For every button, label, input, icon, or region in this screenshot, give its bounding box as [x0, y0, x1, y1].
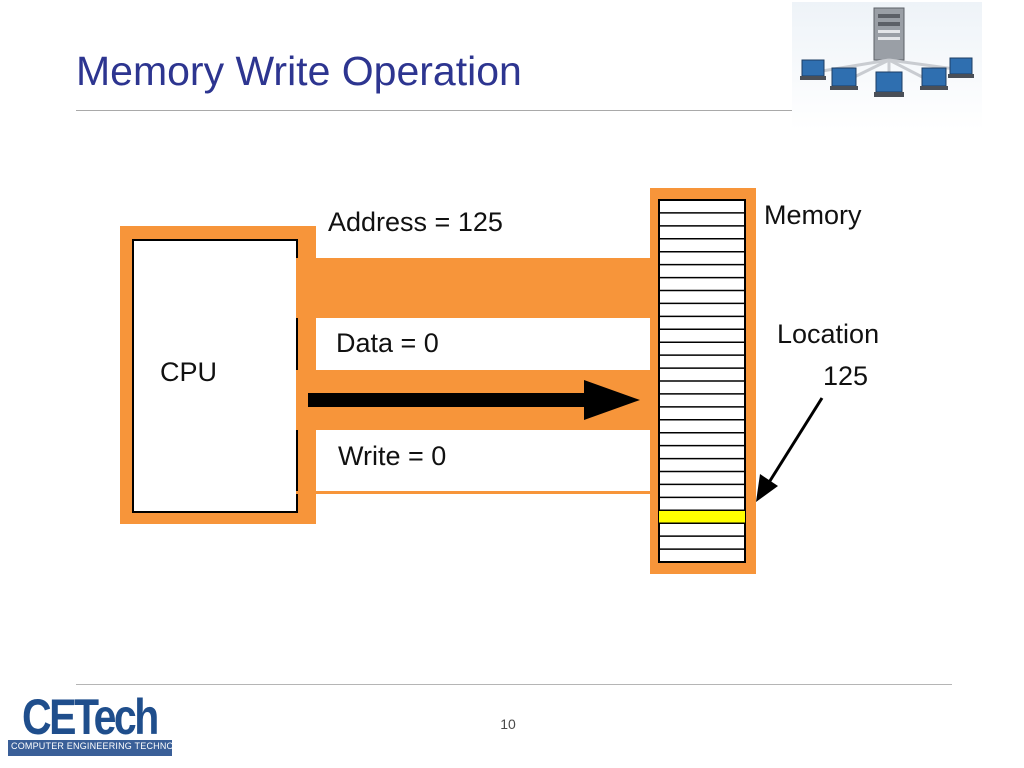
slide-title: Memory Write Operation — [76, 48, 522, 94]
location-pointer-line — [766, 397, 824, 485]
cetech-logo: CETech COMPUTER ENGINEERING TECHNOLOGY — [8, 688, 200, 762]
logo-band — [8, 740, 172, 756]
location-label-line2: 125 — [823, 361, 868, 391]
data-arrow-head — [584, 380, 640, 420]
cpu-label: CPU — [160, 357, 217, 387]
page-number: 10 — [500, 716, 516, 732]
memory-label: Memory — [764, 200, 862, 230]
cpu-box — [132, 239, 298, 513]
logo-tagline: COMPUTER ENGINEERING TECHNOLOGY — [11, 741, 200, 751]
write-label: Write = 0 — [338, 441, 446, 471]
location-pointer-head — [756, 474, 778, 502]
data-label: Data = 0 — [336, 328, 439, 358]
data-arrow-shaft — [308, 393, 598, 407]
computer-network-icon — [792, 2, 982, 130]
memory-cells — [658, 199, 746, 563]
address-bus — [296, 258, 662, 318]
address-label: Address = 125 — [328, 207, 503, 237]
logo-wordmark: CETech — [22, 689, 159, 745]
footer-divider — [76, 684, 952, 685]
title-divider — [76, 110, 952, 111]
memory-cell-highlighted — [659, 510, 745, 524]
location-label-line1: Location — [777, 319, 879, 349]
write-line — [296, 491, 662, 494]
